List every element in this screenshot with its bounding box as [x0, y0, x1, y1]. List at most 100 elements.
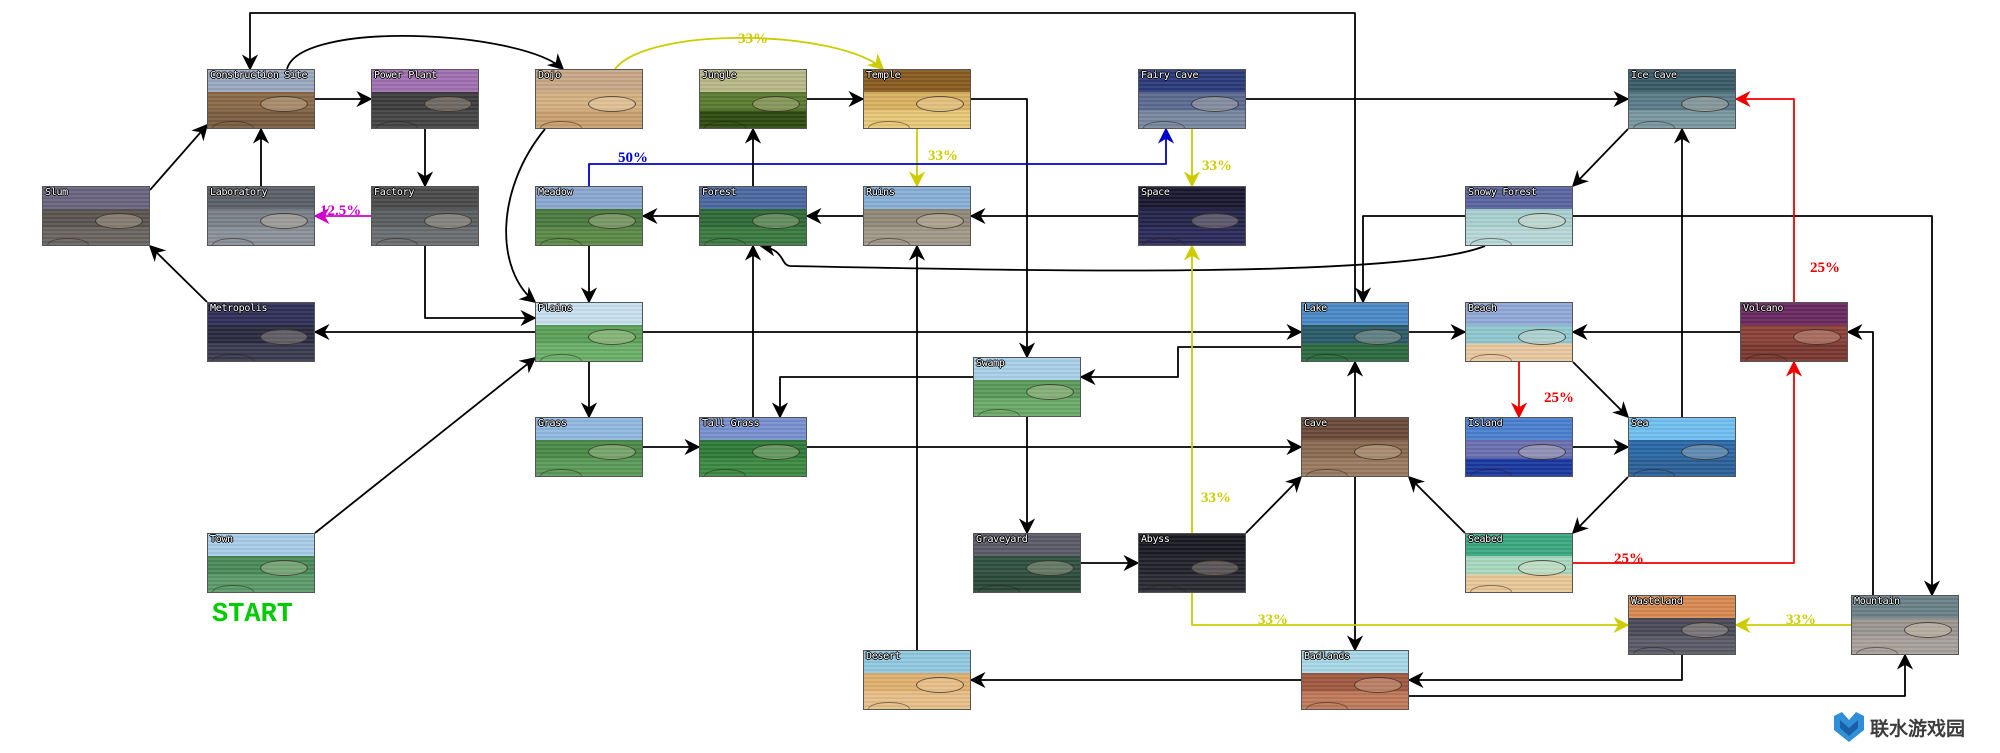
probability-label: 50%	[618, 150, 648, 166]
area-label: Temple	[866, 70, 901, 81]
battle-platform	[1633, 647, 1675, 654]
area-node-grass[interactable]: Grass	[535, 417, 643, 477]
edge-lake-to-swamp	[1079, 346, 1301, 386]
area-label: Plains	[538, 303, 573, 314]
area-label: Seabed	[1468, 534, 1503, 545]
edge-volcano-to-ice-cave	[1734, 90, 1795, 302]
battle-platform	[1745, 354, 1787, 361]
area-label: Swamp	[976, 358, 1005, 369]
edge-seabed-to-cave	[1407, 475, 1466, 534]
area-label: Snowy Forest	[1468, 187, 1537, 198]
battle-platform	[1470, 469, 1512, 476]
battle-platform	[704, 238, 746, 245]
area-label: Metropolis	[210, 303, 268, 314]
area-node-dojo[interactable]: Dojo	[535, 69, 643, 129]
area-node-laboratory[interactable]: Laboratory	[207, 186, 315, 246]
edge-wasteland-to-badlands	[1407, 655, 1683, 689]
edge-beach-to-sea	[1572, 361, 1630, 419]
area-node-slum[interactable]: Slum	[42, 186, 150, 246]
area-node-island[interactable]: Island	[1465, 417, 1573, 477]
battle-platform	[1026, 560, 1074, 576]
area-node-construction-site[interactable]: Construction Site	[207, 69, 315, 129]
battle-platform	[1191, 560, 1239, 576]
battle-platform	[978, 585, 1020, 592]
battle-platform	[916, 213, 964, 229]
area-node-plains[interactable]: Plains	[535, 302, 643, 362]
battle-platform	[95, 213, 143, 229]
battle-platform	[916, 677, 964, 693]
area-label: Badlands	[1304, 651, 1350, 662]
area-label: Fairy Cave	[1141, 70, 1199, 81]
area-node-swamp[interactable]: Swamp	[973, 357, 1081, 417]
area-label: Grass	[538, 418, 567, 429]
area-node-meadow[interactable]: Meadow	[535, 186, 643, 246]
edge-temple-to-swamp	[971, 98, 1036, 359]
area-label: Beach	[1468, 303, 1497, 314]
probability-label: 25%	[1614, 551, 1644, 567]
battle-platform	[424, 213, 472, 229]
probability-label: 33%	[1786, 612, 1816, 628]
battle-platform	[47, 238, 89, 245]
area-label: Power Plant	[374, 70, 437, 81]
area-node-ruins[interactable]: Ruins	[863, 186, 971, 246]
edge-dojo-to-temple	[614, 36, 885, 71]
area-label: Slum	[45, 187, 68, 198]
edge-snowy-forest-to-mountain	[1573, 215, 1941, 597]
area-node-jungle[interactable]: Jungle	[699, 69, 807, 129]
area-node-ice-cave[interactable]: Ice Cave	[1628, 69, 1736, 129]
area-node-town[interactable]: Town	[207, 533, 315, 593]
area-node-metropolis[interactable]: Metropolis	[207, 302, 315, 362]
battle-platform	[260, 329, 308, 345]
area-node-tall-grass[interactable]: Tall Grass	[699, 417, 807, 477]
edge-snowy-forest-to-forest	[759, 240, 1486, 272]
area-node-lake[interactable]: Lake	[1301, 302, 1409, 362]
area-label: Sea	[1631, 418, 1649, 429]
battle-platform	[1856, 647, 1898, 654]
area-node-beach[interactable]: Beach	[1465, 302, 1573, 362]
area-node-volcano[interactable]: Volcano	[1740, 302, 1848, 362]
area-node-wasteland[interactable]: Wasteland	[1628, 595, 1736, 655]
area-node-snowy-forest[interactable]: Snowy Forest	[1465, 186, 1573, 246]
area-node-factory[interactable]: Factory	[371, 186, 479, 246]
battle-platform	[1191, 96, 1239, 112]
area-node-forest[interactable]: Forest	[699, 186, 807, 246]
area-label: Tall Grass	[702, 418, 760, 429]
area-label: Space	[1141, 187, 1170, 198]
battle-platform	[212, 238, 254, 245]
area-label: Jungle	[702, 70, 737, 81]
area-node-cave[interactable]: Cave	[1301, 417, 1409, 477]
area-node-mountain[interactable]: Mountain	[1851, 595, 1959, 655]
battle-platform	[704, 121, 746, 128]
edge-dojo-to-plains	[505, 128, 546, 304]
area-node-temple[interactable]: Temple	[863, 69, 971, 129]
area-node-power-plant[interactable]: Power Plant	[371, 69, 479, 129]
edge-seabed-to-volcano	[1573, 360, 1803, 564]
battle-platform	[1306, 354, 1348, 361]
area-node-seabed[interactable]: Seabed	[1465, 533, 1573, 593]
area-label: Town	[210, 534, 233, 545]
area-label: Abyss	[1141, 534, 1170, 545]
battle-platform	[1470, 585, 1512, 592]
area-node-badlands[interactable]: Badlands	[1301, 650, 1409, 710]
battle-platform	[260, 560, 308, 576]
battle-platform	[916, 96, 964, 112]
area-node-fairy-cave[interactable]: Fairy Cave	[1138, 69, 1246, 129]
edge-mountain-to-volcano	[1846, 323, 1874, 595]
area-node-abyss[interactable]: Abyss	[1138, 533, 1246, 593]
area-node-space[interactable]: Space	[1138, 186, 1246, 246]
edge-ice-cave-to-snowy-forest	[1571, 128, 1629, 188]
edge-abyss-to-cave	[1245, 475, 1303, 534]
battle-platform	[868, 702, 910, 709]
battle-platform	[212, 585, 254, 592]
area-node-sea[interactable]: Sea	[1628, 417, 1736, 477]
battle-platform	[212, 354, 254, 361]
area-label: Forest	[702, 187, 737, 198]
probability-label: 33%	[1201, 490, 1231, 506]
area-node-graveyard[interactable]: Graveyard	[973, 533, 1081, 593]
battle-platform	[868, 121, 910, 128]
battle-platform	[424, 96, 472, 112]
battle-platform	[1633, 469, 1675, 476]
probability-label: 25%	[1810, 260, 1840, 276]
area-node-desert[interactable]: Desert	[863, 650, 971, 710]
